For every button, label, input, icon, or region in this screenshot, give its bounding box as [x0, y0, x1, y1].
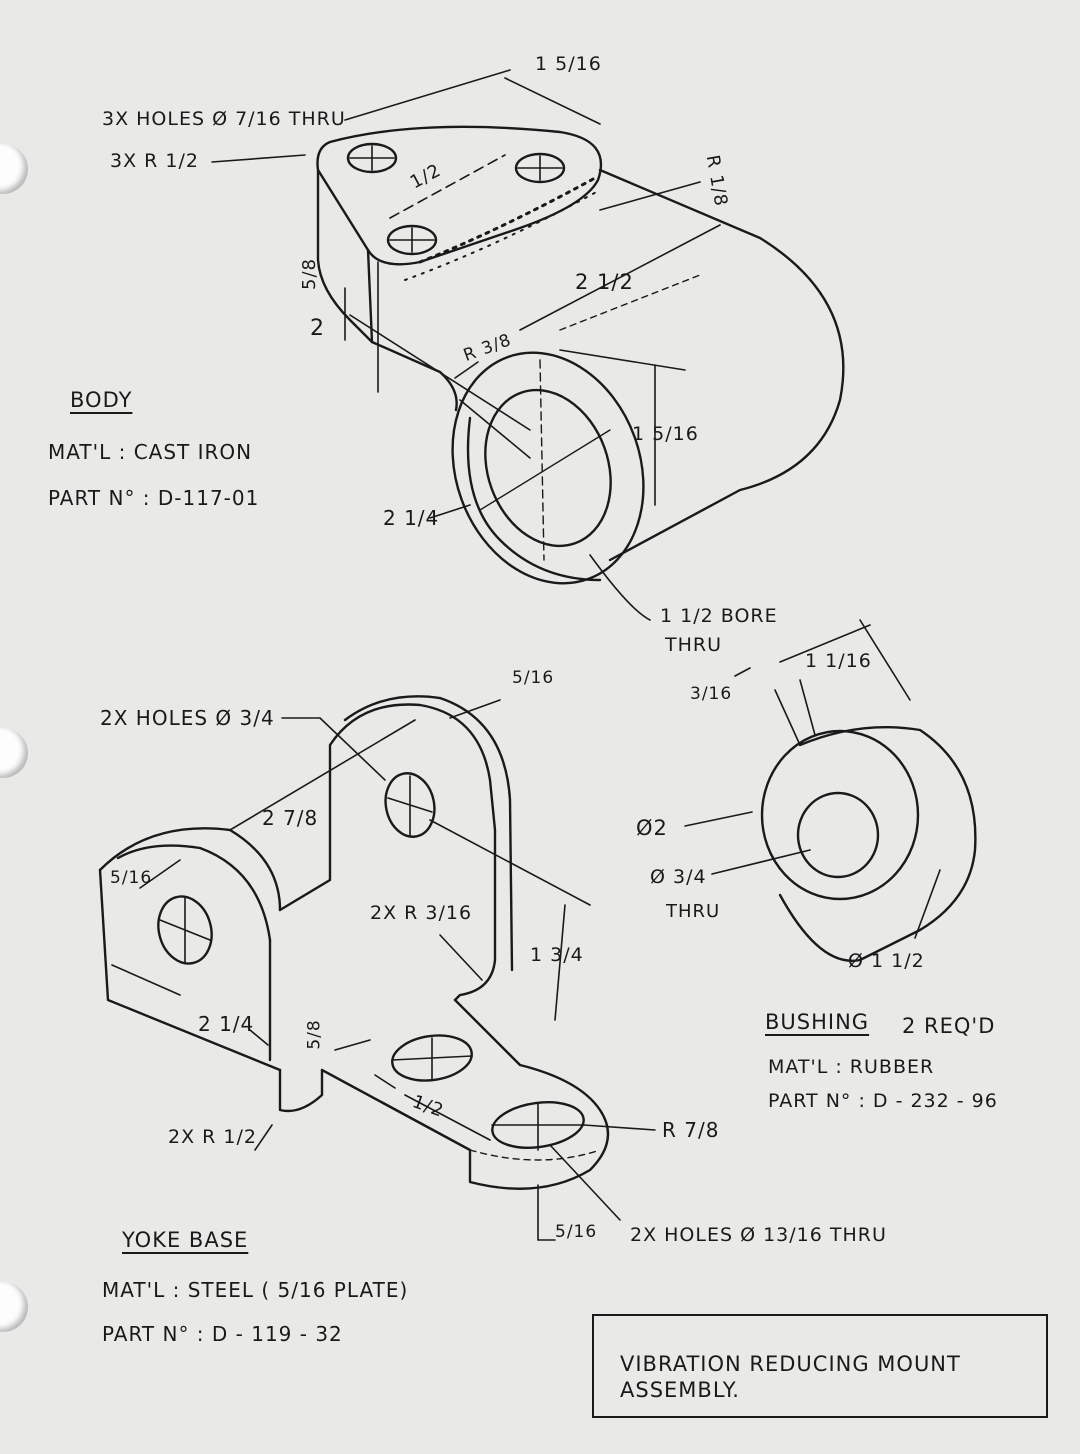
yoke-holes-callout: 2X HOLES Ø 3/4 — [100, 706, 275, 730]
body-title: BODY — [70, 388, 133, 412]
body-bore-callout-2: THRU — [665, 634, 723, 656]
bushing-flange-dia-dim: Ø2 — [636, 816, 668, 840]
bushing-title: BUSHING — [765, 1010, 870, 1034]
bushing-qty: 2 REQ'D — [902, 1014, 996, 1038]
yoke-part-no: PART N° : D - 119 - 32 — [102, 1322, 343, 1346]
bushing-bore-thru: THRU — [666, 901, 721, 922]
body-width-left-dim: 2 — [310, 316, 325, 341]
body-top-length-dim: 1 5/16 — [535, 53, 602, 75]
body-radius-callout: 3X R 1/2 — [110, 150, 199, 172]
title-line-2: ASSEMBLY. — [620, 1378, 740, 1402]
bushing-body-dia-dim: Ø 1 1/2 — [848, 950, 925, 972]
bushing-part-no: PART N° : D - 232 - 96 — [768, 1090, 998, 1112]
yoke-material: MAT'L : STEEL ( 5/16 PLATE) — [102, 1278, 409, 1302]
yoke-outer-radius-dim: 2X R 1/2 — [168, 1126, 257, 1148]
yoke-bottom-holes-callout: 2X HOLES Ø 13/16 THRU — [630, 1224, 887, 1246]
yoke-title: YOKE BASE — [122, 1228, 249, 1252]
yoke-half-width-dim: 2 1/4 — [198, 1012, 255, 1036]
body-boss-height-dim: 1 5/16 — [632, 423, 699, 445]
body-part-drawing — [211, 69, 845, 621]
yoke-bottom-thickness-dim: 5/16 — [555, 1222, 598, 1242]
bushing-bore-dim: Ø 3/4 — [650, 866, 707, 888]
body-boss-dia-dim: 2 1/4 — [383, 506, 440, 530]
yoke-thickness-left-dim: 5/16 — [110, 868, 153, 888]
yoke-inner-radius-dim: 2X R 3/16 — [370, 902, 473, 924]
title-block: VIBRATION REDUCING MOUNT ASSEMBLY. — [592, 1314, 1048, 1418]
bushing-length-dim: 1 1/16 — [805, 650, 872, 672]
body-part-no: PART N° : D-117-01 — [48, 486, 260, 510]
bushing-part-drawing — [684, 619, 977, 962]
body-material: MAT'L : CAST IRON — [48, 440, 253, 464]
body-bore-callout-1: 1 1/2 BORE — [660, 605, 778, 627]
yoke-height-dim: 1 3/4 — [530, 944, 584, 966]
body-height-left-dim: 5/8 — [298, 258, 320, 290]
bushing-material: MAT'L : RUBBER — [768, 1056, 935, 1078]
body-holes-callout: 3X HOLES Ø 7/16 THRU — [102, 108, 346, 130]
yoke-span-dim: 2 7/8 — [262, 806, 319, 830]
yoke-thickness-top-dim: 5/16 — [512, 668, 555, 688]
body-depth-dim: 2 1/2 — [575, 270, 634, 294]
bushing-flange-thickness-dim: 3/16 — [690, 684, 733, 704]
title-line-1: VIBRATION REDUCING MOUNT — [620, 1352, 961, 1376]
yoke-plate-dim: 5/8 — [304, 1019, 325, 1050]
yoke-part-drawing — [98, 695, 656, 1241]
yoke-end-radius-dim: R 7/8 — [662, 1118, 720, 1142]
